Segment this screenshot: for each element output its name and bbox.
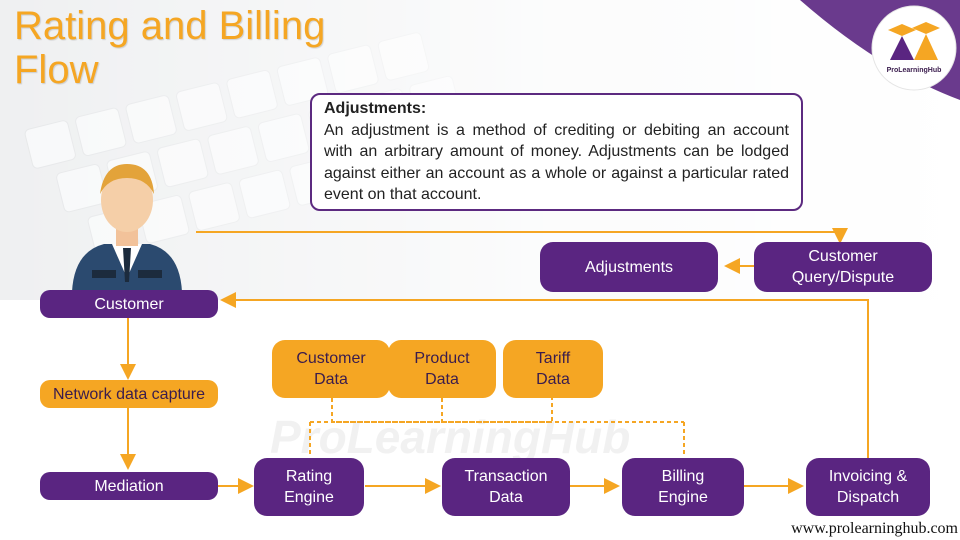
node-tariff-data[interactable]: Tariff Data [503,340,603,398]
prolearninghub-logo: ProLearningHub [871,5,957,91]
node-product-data[interactable]: Product Data [388,340,496,398]
node-billing-engine[interactable]: Billing Engine [622,458,744,516]
title-line-1: Rating and Billing [14,4,326,48]
node-mediation-label: Mediation [94,477,164,495]
node-customer-data-label: Customer Data [296,350,366,388]
customer-avatar [72,164,182,292]
node-invoicing-label: Invoicing & Dispatch [828,468,908,506]
svg-text:ProLearningHub: ProLearningHub [887,67,942,74]
node-tariff-data-label: Tariff Data [535,350,571,388]
watermark: ProLearningHub [270,411,631,463]
note-body: An adjustment is a method of crediting o… [324,121,789,204]
node-rating-engine-label: Rating Engine [284,468,334,506]
node-transaction-data[interactable]: Transaction Data [442,458,570,516]
node-adjustments[interactable]: Adjustments [540,242,718,292]
page-title: Rating and Billing Flow [14,4,325,92]
node-customer[interactable]: Customer [40,290,218,318]
node-billing-engine-label: Billing Engine [658,468,708,506]
title-line-2: Flow [14,48,99,92]
node-mediation[interactable]: Mediation [40,472,218,500]
node-customer-query[interactable]: Customer Query/Dispute [754,242,932,292]
node-transaction-data-label: Transaction Data [464,468,548,506]
node-rating-engine[interactable]: Rating Engine [254,458,364,516]
node-adjustments-label: Adjustments [584,258,674,276]
note-heading: Adjustments: [324,100,427,117]
node-customer-label: Customer [94,295,164,313]
node-network-label: Network data capture [52,385,206,403]
node-product-data-label: Product Data [414,350,470,388]
node-query-label: Customer Query/Dispute [791,248,895,286]
node-invoicing-dispatch[interactable]: Invoicing & Dispatch [806,458,930,516]
adjustments-note: Adjustments: An adjustment is a method o… [310,93,803,211]
footer-url[interactable]: www.prolearninghub.com [791,520,958,537]
node-network-data-capture[interactable]: Network data capture [40,380,218,408]
node-customer-data[interactable]: Customer Data [272,340,390,398]
